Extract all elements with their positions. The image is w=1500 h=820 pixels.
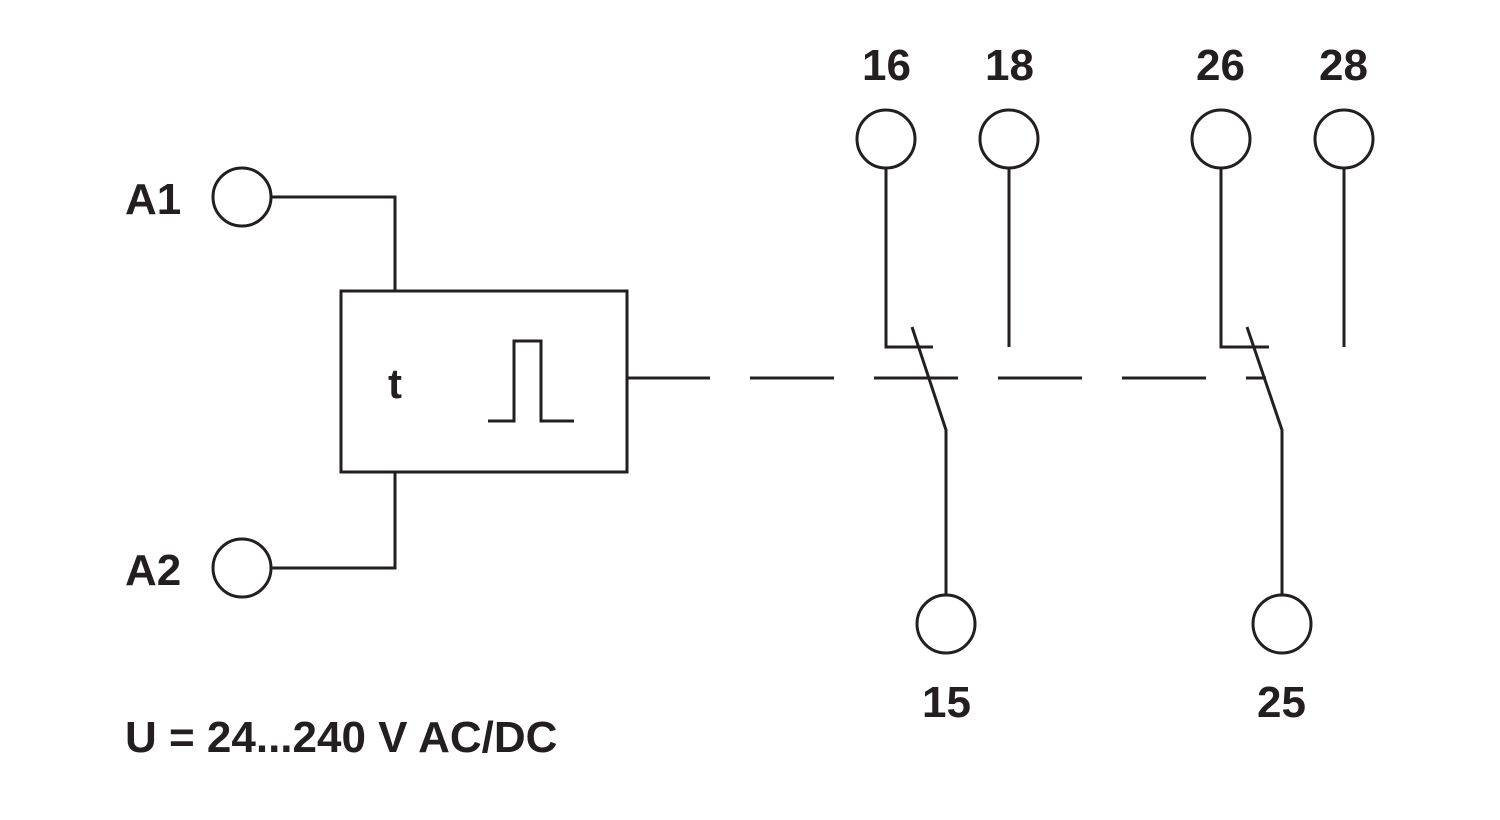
terminal-25 bbox=[1251, 593, 1313, 655]
terminal-label-25: 25 bbox=[1257, 678, 1306, 727]
terminal-label-15: 15 bbox=[922, 678, 971, 727]
terminal-a1 bbox=[211, 166, 273, 228]
terminal-label-16: 16 bbox=[862, 41, 911, 90]
terminal-18 bbox=[978, 108, 1040, 170]
wire-a1 bbox=[271, 195, 397, 291]
terminal-15 bbox=[915, 593, 977, 655]
terminal-label-28: 28 bbox=[1319, 41, 1368, 90]
terminal-label-26: 26 bbox=[1196, 41, 1245, 90]
terminal-label-18: 18 bbox=[985, 41, 1034, 90]
timer-box bbox=[339, 289, 629, 474]
contact-blade-1 bbox=[910, 326, 948, 596]
pulse-symbol bbox=[488, 339, 574, 423]
terminal-a2 bbox=[211, 537, 273, 599]
terminal-label-a2: A2 bbox=[125, 546, 181, 595]
terminal-label-a1: A1 bbox=[125, 175, 181, 224]
contact-blade-2 bbox=[1245, 326, 1284, 596]
wire-16 bbox=[884, 168, 933, 349]
terminal-26 bbox=[1190, 108, 1252, 170]
supply-voltage-label: U = 24...240 V AC/DC bbox=[125, 713, 557, 762]
coil-input: A1 A2 bbox=[125, 166, 397, 599]
changeover-contact-1: 16 18 15 bbox=[855, 41, 1040, 727]
wire-26 bbox=[1219, 168, 1269, 349]
changeover-contact-2: 26 28 25 bbox=[1190, 41, 1375, 727]
terminal-16 bbox=[855, 108, 917, 170]
terminal-28 bbox=[1313, 108, 1375, 170]
timer-symbol-label: t bbox=[388, 360, 402, 407]
wire-a2 bbox=[271, 472, 397, 570]
timer-module: t bbox=[339, 289, 629, 474]
